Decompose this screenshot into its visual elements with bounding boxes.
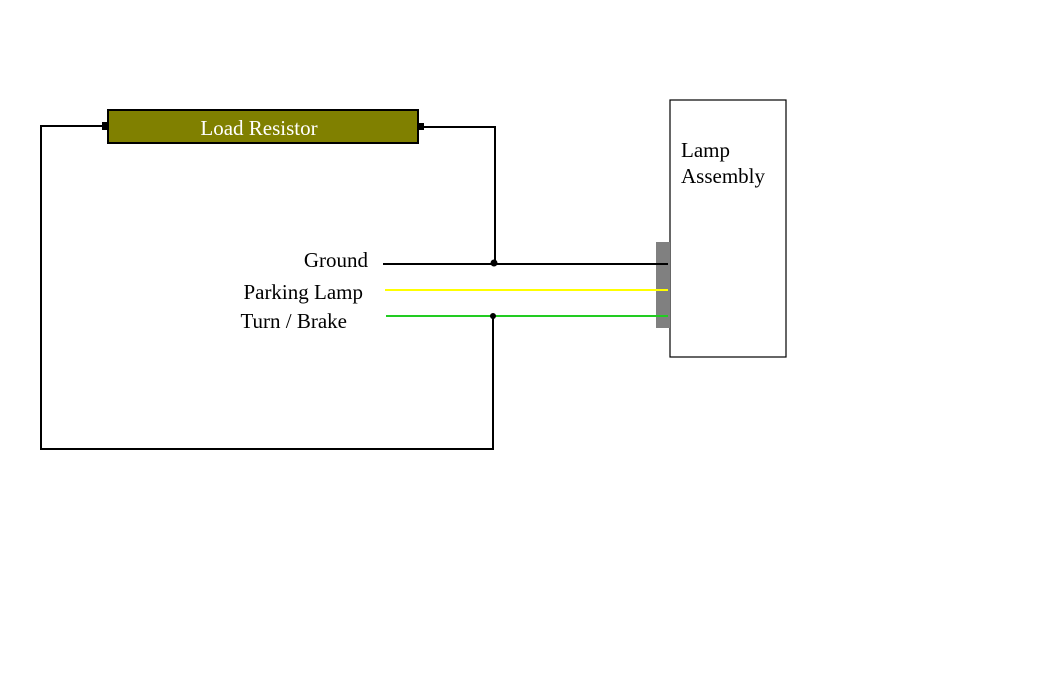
- resistor-terminal-left: [102, 122, 109, 130]
- resistor-terminal-right: [418, 123, 424, 130]
- resistor-label: Load Resistor: [200, 116, 317, 140]
- resistor-left-lead-wire: [40, 125, 494, 450]
- resistor-right-lead-wire: [420, 126, 496, 263]
- turn-brake-junction-dot: [490, 313, 496, 319]
- turn-brake-label: Turn / Brake: [240, 309, 347, 333]
- ground-junction-dot: [490, 259, 498, 267]
- ground-label: Ground: [304, 248, 369, 272]
- lamp-assembly-label-line1: Lamp: [681, 138, 730, 162]
- lamp-assembly: [669, 99, 787, 358]
- lamp-assembly-label-line2: Assembly: [681, 164, 766, 188]
- parking-lamp-label: Parking Lamp: [243, 280, 363, 304]
